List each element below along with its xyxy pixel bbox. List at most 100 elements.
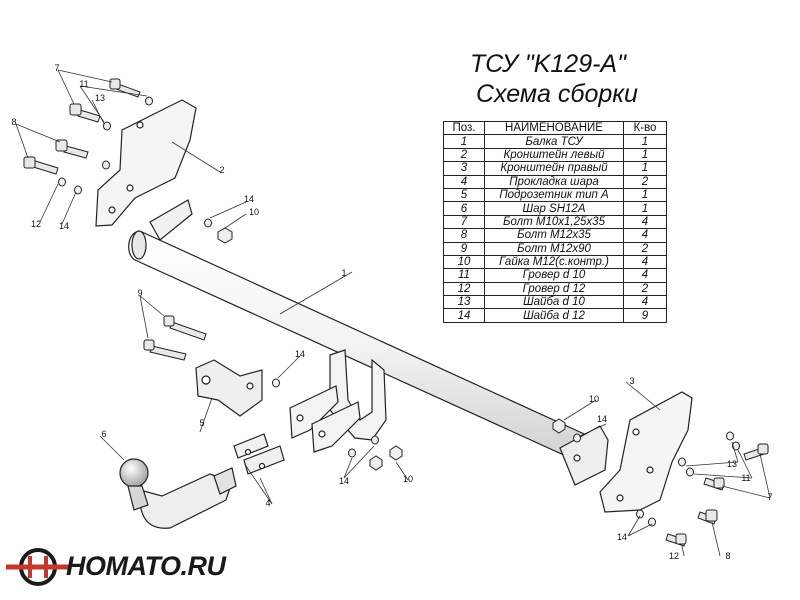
brand-name: HOMATO.RU <box>66 551 226 581</box>
callout-3: 3 <box>629 376 635 386</box>
cell-name: Шайба d 10 <box>484 295 624 310</box>
cell-name: Болт М10х1,25х35 <box>484 214 624 230</box>
leader-lines <box>15 69 771 557</box>
cell-qty: 4 <box>623 228 667 243</box>
cell-qty: 4 <box>623 268 667 283</box>
cell-name: Кронштейн правый <box>484 161 624 176</box>
cell-name: Прокладка шара <box>484 174 624 189</box>
callout-6: 6 <box>101 429 107 439</box>
callout-14: 14 <box>616 532 628 542</box>
callout-14: 14 <box>338 476 350 486</box>
cell-pos: 9 <box>443 241 485 256</box>
cell-qty: 4 <box>623 254 667 270</box>
callout-12: 12 <box>30 219 42 229</box>
callout-9: 9 <box>137 288 143 298</box>
cell-pos: 3 <box>443 161 485 176</box>
cell-name: Кронштейн левый <box>484 147 624 163</box>
cell-qty: 2 <box>623 281 667 297</box>
cell-pos: 7 <box>443 214 485 230</box>
cell-name: Шайба d 12 <box>484 308 624 323</box>
cell-pos: 4 <box>443 174 485 189</box>
callout-7: 7 <box>54 63 60 73</box>
diagram-title: ТСУ "K129-A" <box>470 50 626 78</box>
callout-13: 13 <box>726 459 738 469</box>
callout-8: 8 <box>725 551 731 561</box>
cell-name: Болт М12х35 <box>484 228 624 243</box>
cell-pos: 11 <box>443 268 485 283</box>
header-name: НАИМЕНОВАНИЕ <box>484 120 624 136</box>
cell-name: Болт М12х90 <box>484 241 624 256</box>
callout-7: 7 <box>767 492 773 502</box>
cell-pos: 6 <box>443 201 485 216</box>
cell-pos: 12 <box>443 281 485 297</box>
cell-pos: 10 <box>443 254 485 270</box>
cell-pos: 8 <box>443 228 485 243</box>
callout-10: 10 <box>248 207 260 217</box>
cell-name: Балка ТСУ <box>484 134 624 149</box>
cell-pos: 1 <box>443 134 485 149</box>
cell-qty: 1 <box>623 187 667 203</box>
callout-14: 14 <box>243 194 255 204</box>
ball-spacers-part <box>233 433 285 475</box>
callout-13: 13 <box>94 93 106 103</box>
callout-2: 2 <box>219 165 225 175</box>
table-header-row: Поз. НАИМЕНОВАНИЕ К-во <box>443 120 667 136</box>
callout-14: 14 <box>294 349 306 359</box>
header-pos: Поз. <box>443 120 485 136</box>
callout-11: 11 <box>741 473 751 483</box>
cell-qty: 1 <box>623 161 667 176</box>
left-bracket-part <box>95 99 197 227</box>
cell-pos: 14 <box>443 308 485 323</box>
cell-pos: 13 <box>443 295 485 310</box>
callout-14: 14 <box>596 414 608 424</box>
cell-name: Гровер d 10 <box>484 268 624 283</box>
cell-qty: 4 <box>623 295 667 310</box>
washers-nuts <box>58 96 740 527</box>
cell-qty: 4 <box>623 214 667 230</box>
callout-12: 12 <box>668 551 680 561</box>
callout-10: 10 <box>588 394 600 404</box>
callout-4: 4 <box>265 498 271 508</box>
callout-1: 1 <box>341 268 347 278</box>
mount-plates <box>289 385 361 453</box>
cell-pos: 2 <box>443 147 485 163</box>
cell-qty: 9 <box>623 308 667 323</box>
right-bracket-part <box>599 391 693 513</box>
callout-11: 11 <box>79 79 89 89</box>
brand-logo-icon <box>6 548 70 586</box>
diagram-subtitle: Схема сборки <box>476 80 638 108</box>
cell-name: Подрозетник тип А <box>484 187 624 203</box>
callout-14: 14 <box>58 221 70 231</box>
cell-name: Гайка М12(с.контр.) <box>484 254 624 270</box>
callout-8: 8 <box>11 117 17 127</box>
tow-ball-part <box>119 458 237 529</box>
cell-name: Гровер d 12 <box>484 281 624 297</box>
cell-name: Шар SH12A <box>484 201 624 216</box>
callout-10: 10 <box>402 474 414 484</box>
cell-qty: 2 <box>623 174 667 189</box>
cell-qty: 1 <box>623 147 667 163</box>
cell-pos: 5 <box>443 187 485 203</box>
socket-bracket-part <box>195 359 263 417</box>
cell-qty: 2 <box>623 241 667 256</box>
callout-5: 5 <box>199 418 205 428</box>
cell-qty: 1 <box>623 201 667 216</box>
bolts <box>23 78 769 547</box>
header-qty: К-во <box>623 120 667 136</box>
